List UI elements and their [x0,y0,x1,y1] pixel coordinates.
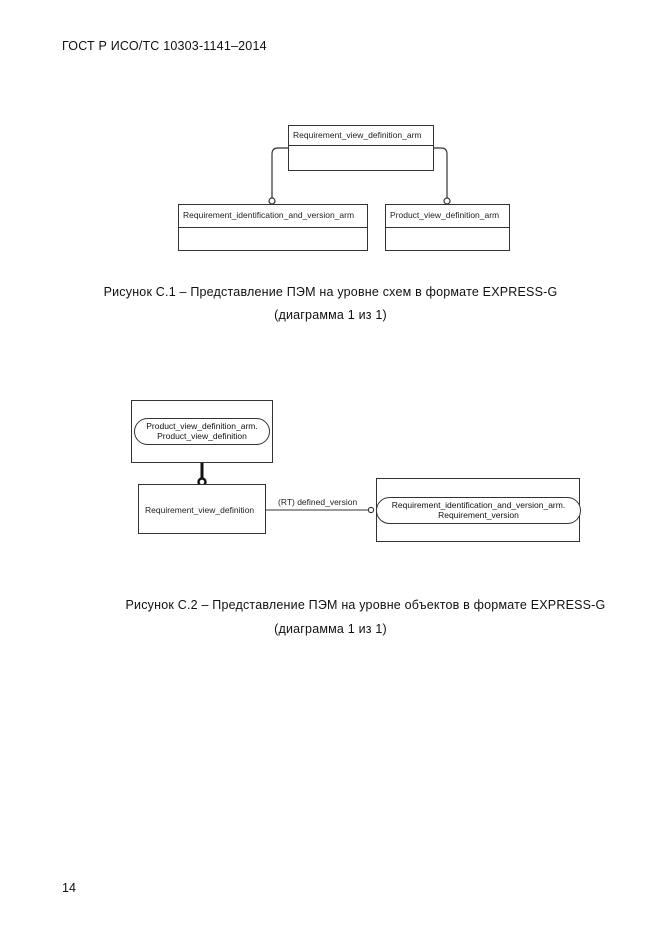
document-header: ГОСТ Р ИСО/ТС 10303-1141–2014 [62,39,267,53]
schema-box-requirement-identification-and-version-arm: Requirement_identification_and_version_a… [178,204,368,251]
figure-1-caption: Рисунок С.1 – Представление ПЭМ на уровн… [103,285,558,299]
figure-2-caption: Рисунок С.2 – Представление ПЭМ на уровн… [125,598,606,612]
entity-box-requirement-view-definition: Requirement_view_definition [138,484,266,534]
ref-box-product-view-definition: Product_view_definition_arm. Product_vie… [131,400,273,463]
connector-right-line [433,147,448,198]
connector-left-line [271,147,289,198]
schema-box-label: Requirement_identification_and_version_a… [183,210,355,220]
ref-pill: Product_view_definition_arm. Product_vie… [134,418,270,445]
ref-pill: Requirement_identification_and_version_a… [376,497,581,524]
ref-pill-line1: Requirement_identification_and_version_a… [391,500,566,510]
figure-2-connectors [197,463,375,514]
schema-box-divider [289,145,433,146]
schema-box-divider [179,227,367,228]
ref-box-requirement-version: Requirement_identification_and_version_a… [376,478,581,542]
figure-1-caption-sub: (диаграмма 1 из 1) [274,308,387,322]
schema-box-label: Requirement_view_definition_arm [293,130,422,140]
figure-2-caption-sub: (диаграмма 1 из 1) [274,622,387,636]
relation-label: (RT) defined_version [278,497,358,507]
entity-box-label: Requirement_view_definition [145,505,255,515]
relation-circle [367,506,375,514]
schema-box-requirement-view-definition-arm: Requirement_view_definition_arm [288,125,434,171]
ref-pill-line1: Product_view_definition_arm. [146,421,258,431]
schema-box-divider [386,227,509,228]
page-number: 14 [62,881,76,895]
ref-pill-line2: Product_view_definition [157,431,247,441]
ref-pill-line2: Requirement_version [438,510,519,520]
schema-box-product-view-definition-arm: Product_view_definition_arm [385,204,510,251]
schema-box-label: Product_view_definition_arm [390,210,500,220]
